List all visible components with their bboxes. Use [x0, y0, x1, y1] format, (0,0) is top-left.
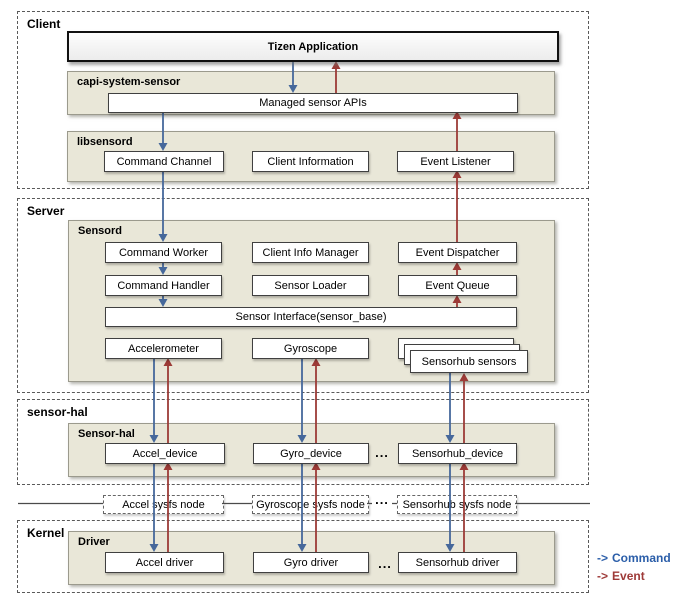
server-section-label: Server — [27, 204, 65, 218]
server-section: Server — [17, 198, 589, 393]
accel-sysfs-node-box: Accel sysfs node — [103, 495, 224, 514]
event-listener-label: Event Listener — [420, 155, 491, 168]
legend-command: ->Command — [597, 551, 671, 565]
client-section-label: Client — [27, 17, 61, 31]
event-queue-box: Event Queue — [398, 275, 517, 296]
tizen-application-box: Tizen Application — [67, 31, 559, 62]
command-worker-box: Command Worker — [105, 242, 222, 263]
sensor-hal-section-label: sensor-hal — [27, 405, 88, 419]
legend-event: ->Event — [597, 569, 645, 583]
event-dispatcher-label: Event Dispatcher — [415, 246, 500, 259]
kernel-section: Kernel — [17, 520, 589, 593]
accel-driver-label: Accel driver — [135, 556, 194, 569]
sensor-hal-inner-label: Sensor-hal — [78, 428, 135, 440]
sensor-interface-label: Sensor Interface(sensor_base) — [235, 311, 387, 323]
command-handler-box: Command Handler — [105, 275, 222, 296]
legend-event-label: Event — [612, 569, 645, 583]
capi-system-sensor-label: capi-system-sensor — [77, 76, 181, 88]
kernel-section-label: Kernel — [27, 526, 65, 540]
command-channel-box: Command Channel — [104, 151, 224, 172]
command-worker-label: Command Worker — [118, 246, 209, 259]
sysfs-ellipsis: ... — [372, 492, 392, 507]
sensor-loader-label: Sensor Loader — [274, 279, 347, 292]
gyro-driver-label: Gyro driver — [283, 556, 339, 569]
client-section: Client — [17, 11, 589, 189]
driver-ellipsis: ... — [378, 556, 392, 571]
sensorhub-sensors-label: Sensorhub sensors — [421, 355, 517, 368]
driver-label: Driver — [78, 536, 110, 548]
sensorhub-driver-box: Sensorhub driver — [398, 552, 517, 573]
event-arrow-glyph: -> — [597, 569, 609, 583]
sensorhub-driver-label: Sensorhub driver — [415, 556, 500, 569]
sensor-hal-section: sensor-hal — [17, 399, 589, 485]
gyro-device-box: Gyro_device — [253, 443, 369, 464]
accelerometer-label: Accelerometer — [128, 342, 199, 355]
accelerometer-box: Accelerometer — [105, 338, 222, 359]
client-information-box: Client Information — [252, 151, 369, 172]
sensorhub-sensors-box: Sensorhub sensors — [410, 350, 528, 373]
sensor-interface-box: Sensor Interface(sensor_base) — [105, 307, 517, 327]
gyro-device-label: Gyro_device — [280, 447, 342, 460]
gyro-driver-box: Gyro driver — [253, 552, 369, 573]
sensorhub-sysfs-node-label: Sensorhub sysfs node — [402, 498, 512, 511]
gyroscope-sysfs-node-label: Gyroscope sysfs node — [256, 498, 365, 511]
client-information-label: Client Information — [267, 155, 354, 168]
device-ellipsis: ... — [375, 445, 389, 460]
managed-sensor-apis-label: Managed sensor APIs — [259, 97, 367, 109]
sensord-label: Sensord — [78, 225, 123, 237]
accel-device-box: Accel_device — [105, 443, 225, 464]
sensor-loader-box: Sensor Loader — [252, 275, 369, 296]
sensorhub-device-box: Sensorhub_device — [398, 443, 517, 464]
command-channel-label: Command Channel — [116, 155, 212, 168]
gyroscope-label: Gyroscope — [283, 342, 338, 355]
sensorhub-device-label: Sensorhub_device — [411, 447, 504, 460]
command-handler-label: Command Handler — [117, 279, 210, 292]
accel-driver-box: Accel driver — [105, 552, 224, 573]
libsensord-label: libsensord — [77, 136, 133, 148]
accel-sysfs-node-label: Accel sysfs node — [122, 498, 205, 511]
command-arrow-glyph: -> — [597, 551, 609, 565]
legend-command-label: Command — [612, 551, 671, 565]
event-listener-box: Event Listener — [397, 151, 514, 172]
client-info-manager-label: Client Info Manager — [262, 246, 359, 259]
accel-device-label: Accel_device — [132, 447, 198, 460]
gyroscope-box: Gyroscope — [252, 338, 369, 359]
tizen-application-label: Tizen Application — [267, 40, 359, 53]
sensorhub-sysfs-node-box: Sensorhub sysfs node — [397, 495, 517, 514]
managed-sensor-apis-box: Managed sensor APIs — [108, 93, 518, 113]
event-queue-label: Event Queue — [425, 279, 490, 292]
client-info-manager-box: Client Info Manager — [252, 242, 369, 263]
gyroscope-sysfs-node-box: Gyroscope sysfs node — [252, 495, 369, 514]
event-dispatcher-box: Event Dispatcher — [398, 242, 517, 263]
